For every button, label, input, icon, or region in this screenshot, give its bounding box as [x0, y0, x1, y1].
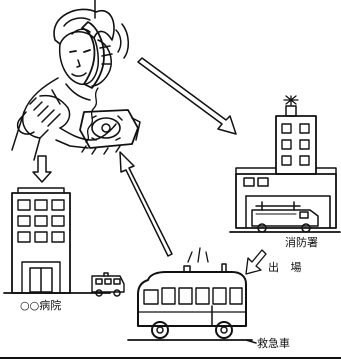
hospital-label: ○○病院 — [20, 300, 61, 312]
fire-station-building — [230, 96, 340, 232]
fire-station-label: 消防署 — [285, 237, 318, 249]
arrow-ambulance-to-caller — [120, 152, 172, 256]
dispatch-label: 出 場 — [268, 262, 306, 274]
ambulance-vehicle — [128, 248, 256, 343]
hospital-building — [4, 188, 124, 296]
arrow-fire-station-to-ambulance — [246, 250, 266, 274]
arrow-caller-to-hospital — [33, 156, 51, 182]
arrow-caller-to-fire-station — [138, 58, 236, 134]
caller-illustration — [12, 0, 140, 160]
ambulance-label: 救急車 — [257, 338, 290, 350]
